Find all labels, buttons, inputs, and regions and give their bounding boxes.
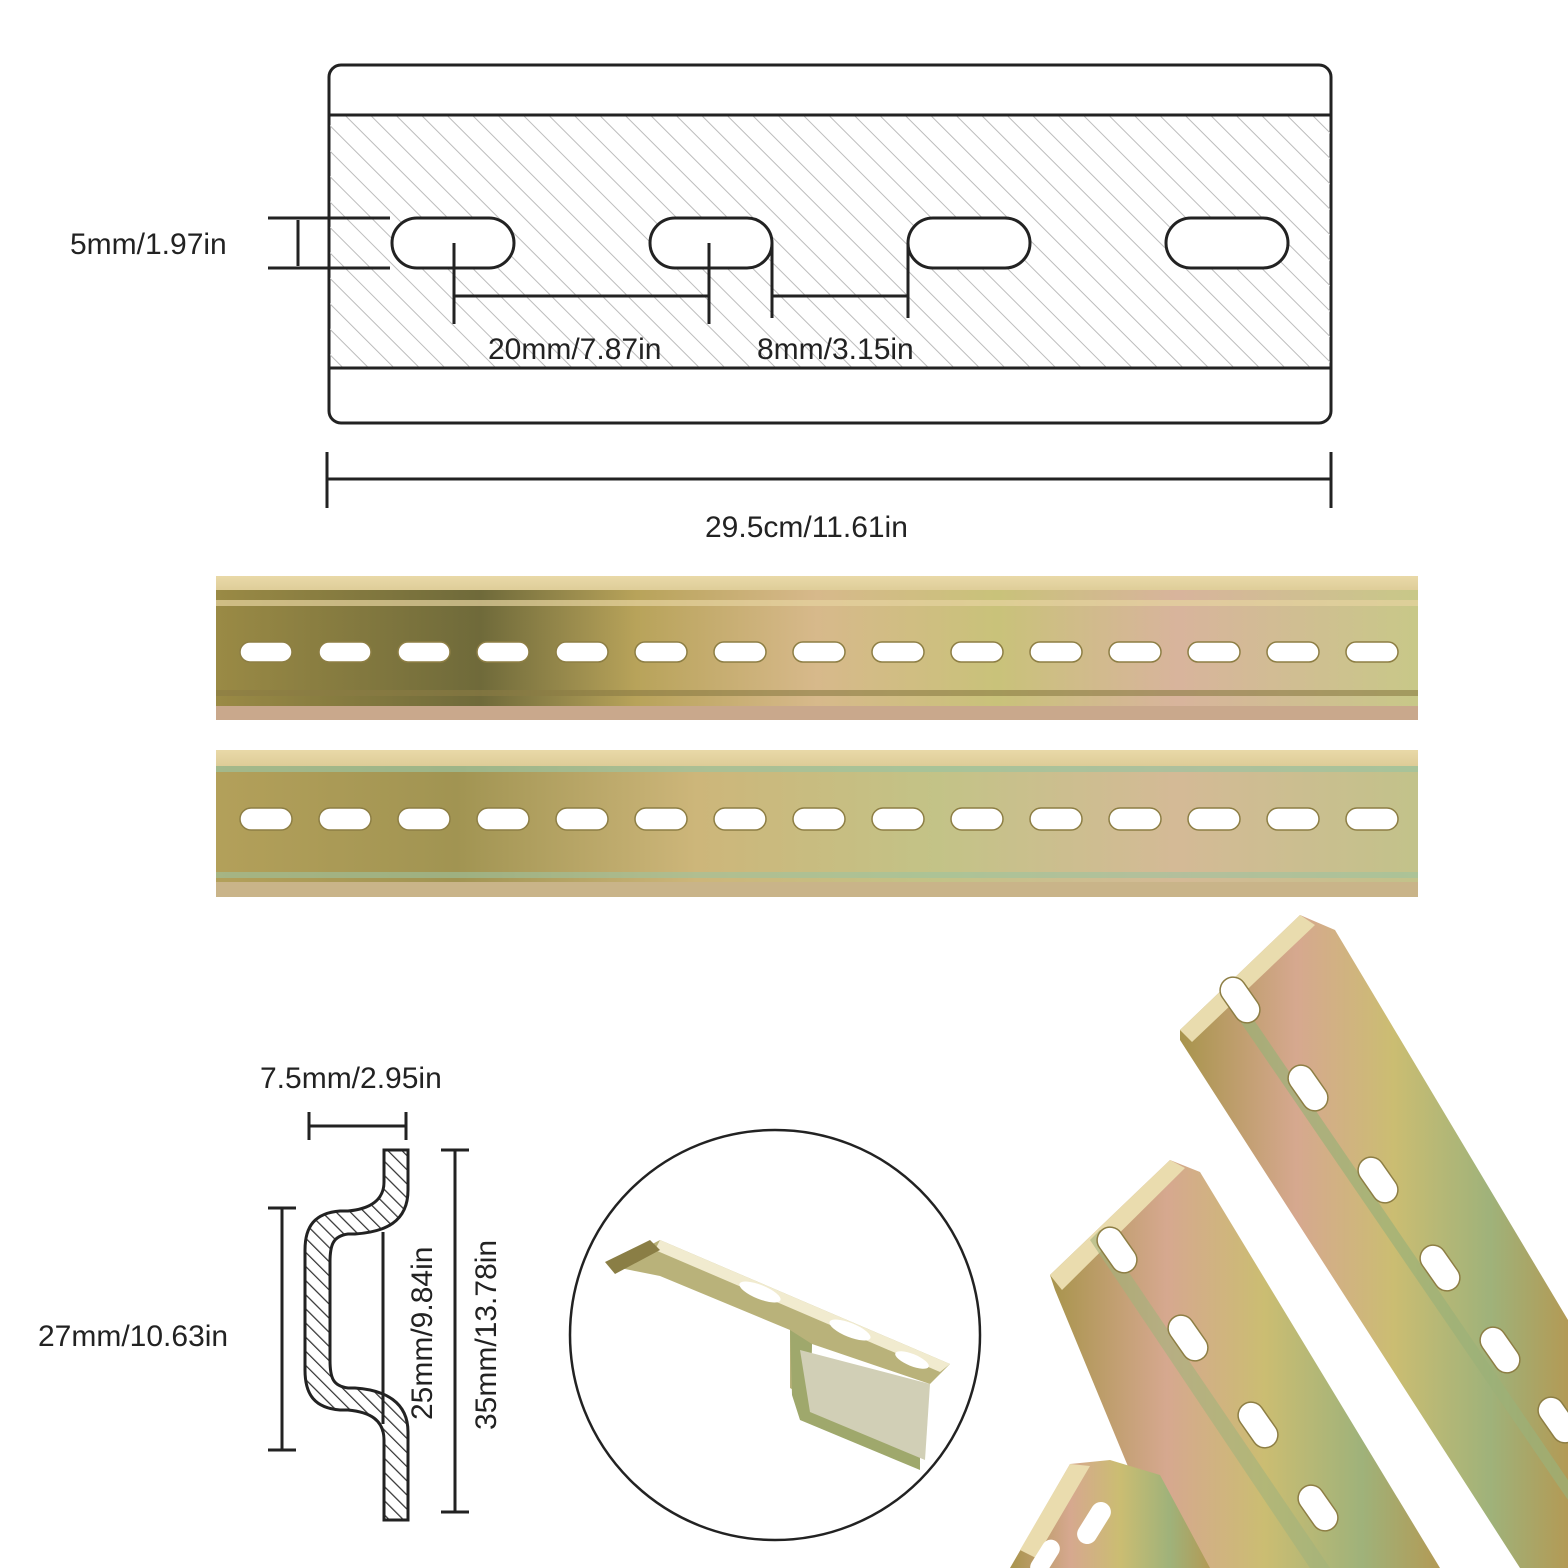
closeup-slot [829, 1319, 871, 1341]
slot [792, 807, 846, 831]
slot [1096, 1226, 1138, 1274]
slot [1108, 641, 1162, 663]
total-length-label: 29.5cm/11.61in [705, 511, 908, 544]
slot [1219, 976, 1261, 1024]
slot-height-label: 5mm/1.97in [70, 228, 227, 261]
slot [871, 807, 925, 831]
straight-rail-photo-2 [216, 750, 1418, 897]
slot [1266, 807, 1320, 831]
slot-pitch-label: 20mm/7.87in [488, 333, 661, 366]
closeup-slot [895, 1351, 929, 1369]
total-width-dimension [441, 1148, 469, 1514]
slot [555, 807, 609, 831]
slot [792, 641, 846, 663]
angled-rail-photo-bottom [1010, 1460, 1210, 1568]
profile-shape [303, 1148, 410, 1522]
slot [1187, 807, 1241, 831]
slot [397, 807, 451, 831]
rail-2-slots [239, 807, 1399, 831]
slot [950, 641, 1004, 663]
channel-width-label: 25mm/9.84in [406, 1247, 439, 1420]
slot-height-dimension [268, 216, 390, 270]
slot [1357, 1156, 1399, 1204]
slot [1419, 1244, 1461, 1292]
straight-rail-photo-1 [216, 576, 1418, 720]
slot [1237, 1401, 1279, 1449]
slot [634, 807, 688, 831]
slot [1030, 1539, 1060, 1568]
slot [397, 641, 451, 663]
slot-gap-label: 8mm/3.15in [757, 333, 914, 366]
total-width-label: 35mm/13.78in [470, 1240, 503, 1430]
slot [1297, 1484, 1339, 1532]
slot [318, 807, 372, 831]
total-length-dimension [325, 452, 1333, 508]
inner-height-dimension [268, 1206, 296, 1452]
slot [1479, 1326, 1521, 1374]
slot [906, 216, 1032, 270]
slot [1108, 807, 1162, 831]
slot-pitch-dimension [452, 243, 711, 324]
slot [950, 807, 1004, 831]
slot [476, 807, 530, 831]
slot [1029, 807, 1083, 831]
slot-gap-dimension [770, 243, 910, 318]
flange-width-label: 7.5mm/2.95in [260, 1062, 442, 1095]
slot [1345, 641, 1399, 663]
slot [1345, 807, 1399, 831]
profile-cross-section: 7.5mm/2.95in 27mm/10.63in 25mm/9.84in 35… [38, 1062, 503, 1522]
top-rail-drawing: 5mm/1.97in 20mm/7.87in 8mm/3.15in 29.5cm… [70, 63, 1333, 544]
slot [634, 641, 688, 663]
slot [239, 807, 293, 831]
angled-rail-photo-middle [1050, 1160, 1440, 1568]
slot [476, 641, 530, 663]
slot [555, 641, 609, 663]
rail-detail-closeup [568, 1128, 982, 1542]
rail-1-slots [239, 641, 1399, 663]
closeup-slot [739, 1281, 781, 1303]
slot [1266, 641, 1320, 663]
slot [713, 807, 767, 831]
slot [1077, 1501, 1111, 1545]
flange-width-dimension [307, 1112, 408, 1140]
slot [1287, 1064, 1329, 1112]
slot [318, 641, 372, 663]
middle-rail-slots [1096, 1226, 1339, 1532]
slot [713, 641, 767, 663]
slot [648, 216, 774, 270]
slot [1187, 641, 1241, 663]
slot [1167, 1314, 1209, 1362]
slot [1164, 216, 1290, 270]
slot [871, 641, 925, 663]
slot [1029, 641, 1083, 663]
slot [239, 641, 293, 663]
angled-rail-photo-right [1180, 915, 1568, 1568]
inner-height-label: 27mm/10.63in [38, 1320, 228, 1353]
